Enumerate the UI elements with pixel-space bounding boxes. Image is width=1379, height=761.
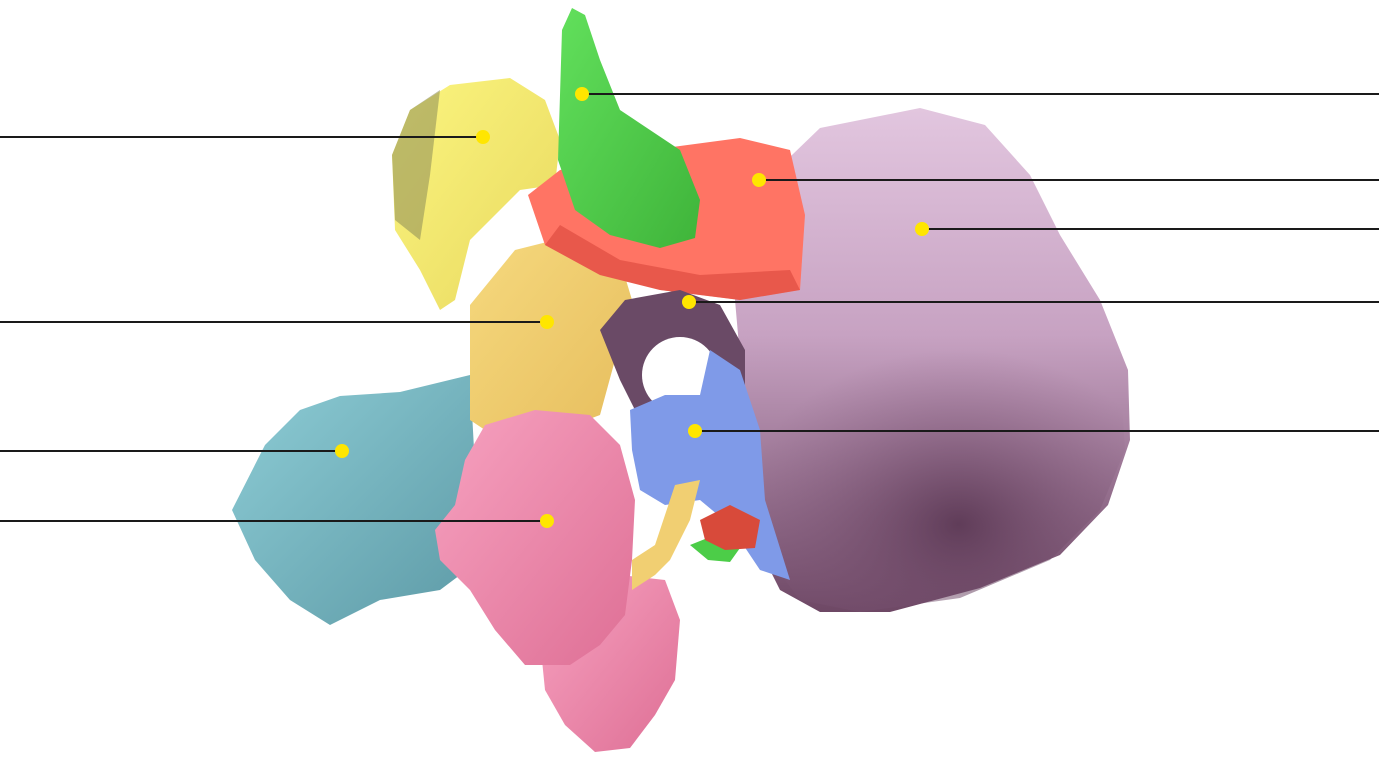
callout-right-4-pin[interactable] [682, 295, 696, 309]
callout-right-1-pin[interactable] [575, 87, 589, 101]
vertebral-body-shadow [755, 320, 1125, 612]
superior-articular-process [558, 8, 700, 248]
callout-left-3-pin[interactable] [335, 444, 349, 458]
transverse-process [232, 375, 480, 625]
callout-left-1-pin[interactable] [476, 130, 490, 144]
callout-left-4-pin[interactable] [540, 514, 554, 528]
vertebra-model [232, 8, 1130, 752]
callout-right-5-pin[interactable] [688, 424, 702, 438]
callout-right-3-pin[interactable] [915, 222, 929, 236]
callout-right-2-pin[interactable] [752, 173, 766, 187]
callout-left-2-pin[interactable] [540, 315, 554, 329]
